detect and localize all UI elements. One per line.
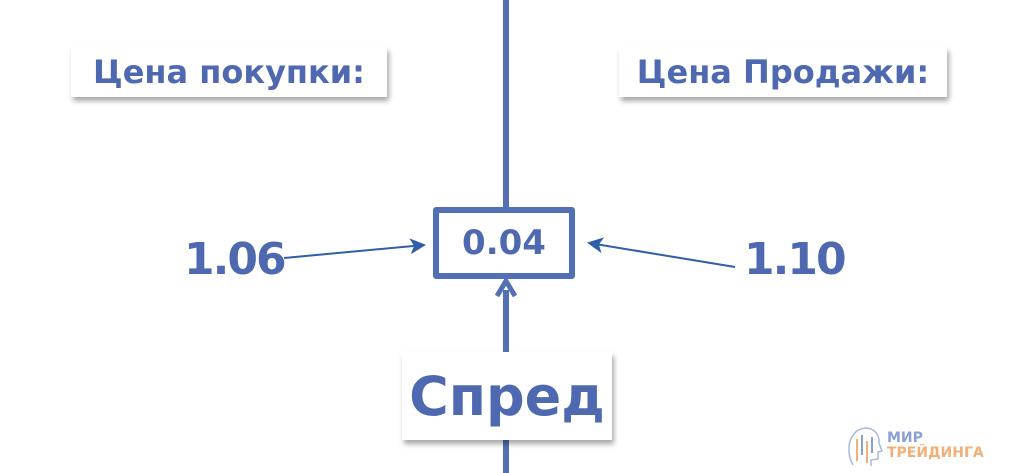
sell-arrow-icon xyxy=(587,237,736,268)
logo: МИР ТРЕЙДИНГА xyxy=(845,425,984,467)
buy-price-label-text: Цена покупки: xyxy=(93,53,365,91)
sell-price-label: Цена Продажи: xyxy=(619,47,947,97)
sell-price-label-text: Цена Продажи: xyxy=(636,53,930,91)
spread-value-box: 0.04 xyxy=(433,207,575,279)
spread-label-text: Спред xyxy=(409,364,605,428)
head-chart-icon xyxy=(848,427,883,466)
buy-price-label: Цена покупки: xyxy=(71,47,387,97)
spread-up-arrow-icon xyxy=(494,276,518,298)
sell-price-value: 1.10 xyxy=(744,234,847,285)
buy-price-value: 1.06 xyxy=(184,234,287,285)
spread-label: Спред xyxy=(402,352,612,440)
buy-arrow-icon xyxy=(283,238,426,259)
spread-value: 0.04 xyxy=(462,223,546,263)
vertical-axis-top xyxy=(503,0,509,208)
logo-line1: МИР xyxy=(887,430,923,446)
logo-line2: ТРЕЙДИНГА xyxy=(887,445,984,461)
